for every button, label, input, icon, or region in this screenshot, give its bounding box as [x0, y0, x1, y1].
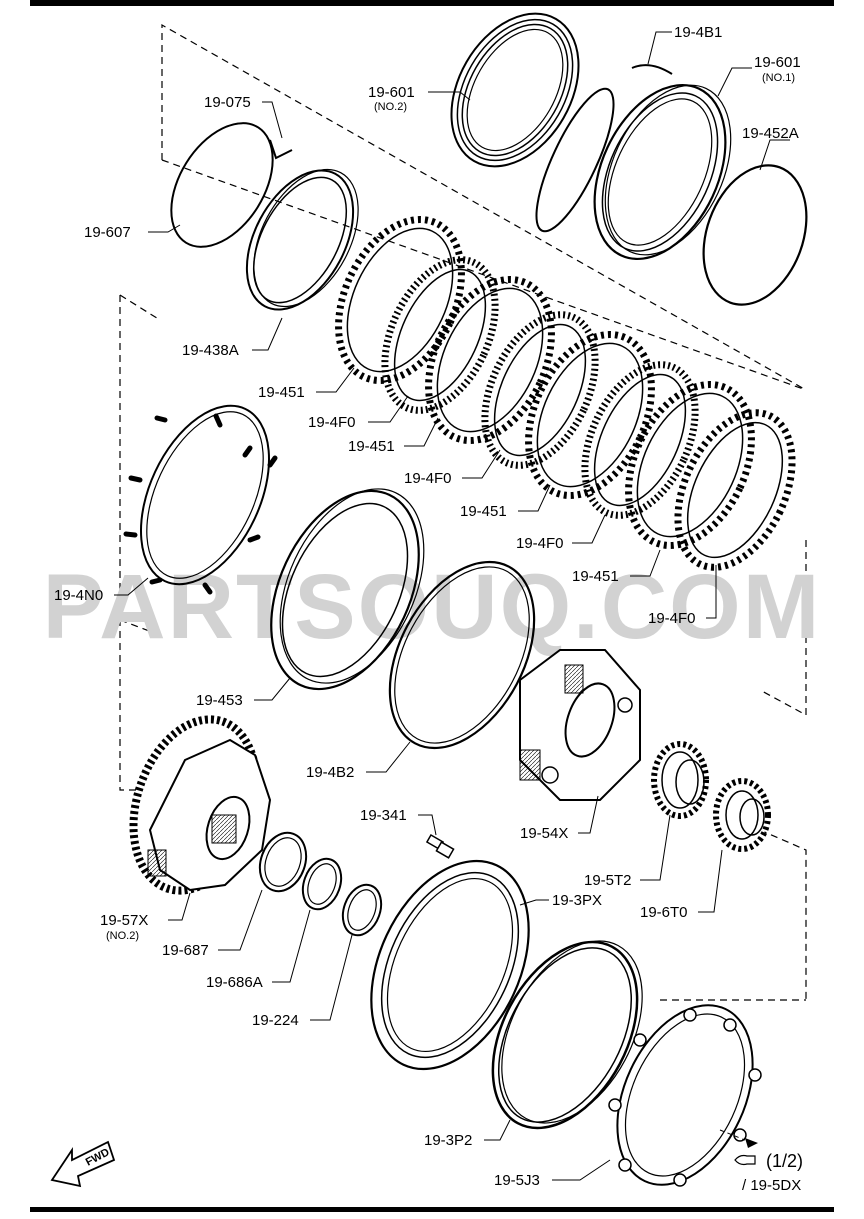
label-19-4b1[interactable]: 19-4B1: [674, 24, 722, 41]
part-19-686a-graphic: [301, 857, 343, 911]
part-19-452a-graphic: [702, 164, 808, 306]
label-19-453[interactable]: 19-453: [196, 692, 243, 709]
fwd-direction-icon: FWD: [50, 1140, 116, 1188]
label-19-451-d[interactable]: 19-451: [572, 568, 619, 585]
label-19-607[interactable]: 19-607: [84, 224, 131, 241]
label-19-54x[interactable]: 19-54X: [520, 825, 568, 842]
part-19-54x-graphic: [519, 649, 641, 801]
label-19-075[interactable]: 19-075: [204, 94, 251, 111]
part-19-341-graphic: [425, 834, 455, 859]
part-19-224-graphic: [341, 883, 383, 937]
part-19-453-graphic: [270, 488, 425, 691]
label-19-601-no1-sub: (NO.1): [762, 72, 795, 84]
label-19-451-b[interactable]: 19-451: [348, 438, 395, 455]
part-19-601-no2-graphic: [450, 12, 580, 168]
label-19-4f0-a[interactable]: 19-4F0: [308, 414, 356, 431]
label-19-4b2[interactable]: 19-4B2: [306, 764, 354, 781]
label-19-601-no2-sub: (NO.2): [374, 101, 407, 113]
label-19-341[interactable]: 19-341: [360, 807, 407, 824]
label-19-224[interactable]: 19-224: [252, 1012, 299, 1029]
pointing-hand-icon: [734, 1154, 756, 1166]
part-19-687-graphic: [258, 831, 308, 893]
bottom-border: [30, 1207, 834, 1212]
part-19-57x-graphic: [129, 715, 272, 895]
label-19-4n0[interactable]: 19-4N0: [54, 587, 103, 604]
label-19-686a[interactable]: 19-686A: [206, 974, 263, 991]
label-19-451-a[interactable]: 19-451: [258, 384, 305, 401]
part-19-601-no1-graphic: [593, 83, 732, 261]
label-19-687[interactable]: 19-687: [162, 942, 209, 959]
part-19-4b1-graphic: [535, 64, 673, 233]
label-19-451-c[interactable]: 19-451: [460, 503, 507, 520]
label-19-5t2[interactable]: 19-5T2: [584, 872, 632, 889]
label-19-4f0-c[interactable]: 19-4F0: [516, 535, 564, 552]
watermark-text: PARTSOUQ.COM: [43, 556, 822, 658]
part-19-438a-graphic: [245, 168, 359, 311]
label-19-57x[interactable]: 19-57X: [100, 912, 148, 929]
label-19-601-no1[interactable]: 19-601: [754, 54, 801, 71]
label-19-3px[interactable]: 19-3PX: [552, 892, 602, 909]
part-19-6t0-graphic: [713, 778, 771, 852]
part-19-3p2-graphic: [491, 940, 643, 1130]
label-19-6t0[interactable]: 19-6T0: [640, 904, 688, 921]
ref-page-label[interactable]: (1/2): [766, 1151, 803, 1171]
callout-labels: 19-601 (NO.2) 19-4B1 19-601 (NO.1) 19-45…: [54, 24, 803, 1194]
reference-arrow-icon: [745, 1138, 758, 1148]
ref-part-label[interactable]: / 19-5DX: [742, 1177, 801, 1194]
part-19-3px-graphic: [370, 859, 530, 1071]
part-19-4b2-graphic: [388, 560, 536, 750]
label-19-4f0-b[interactable]: 19-4F0: [404, 470, 452, 487]
part-19-5t2-graphic: [651, 741, 709, 819]
top-border: [30, 0, 834, 6]
part-19-4n0-graphic: [123, 404, 278, 595]
label-19-4f0-d[interactable]: 19-4F0: [648, 610, 696, 627]
part-19-5j3-graphic: [608, 1004, 762, 1187]
label-19-5j3[interactable]: 19-5J3: [494, 1172, 540, 1189]
label-19-601-no2[interactable]: 19-601: [368, 84, 415, 101]
clutch-plate-stack-graphic: [335, 216, 796, 571]
label-19-57x-sub: (NO.2): [106, 930, 139, 942]
label-19-452a[interactable]: 19-452A: [742, 125, 799, 142]
part-19-607-graphic: [170, 122, 293, 248]
label-19-3p2[interactable]: 19-3P2: [424, 1132, 472, 1149]
leader-lines: [114, 31, 790, 1181]
label-19-438a[interactable]: 19-438A: [182, 342, 239, 359]
